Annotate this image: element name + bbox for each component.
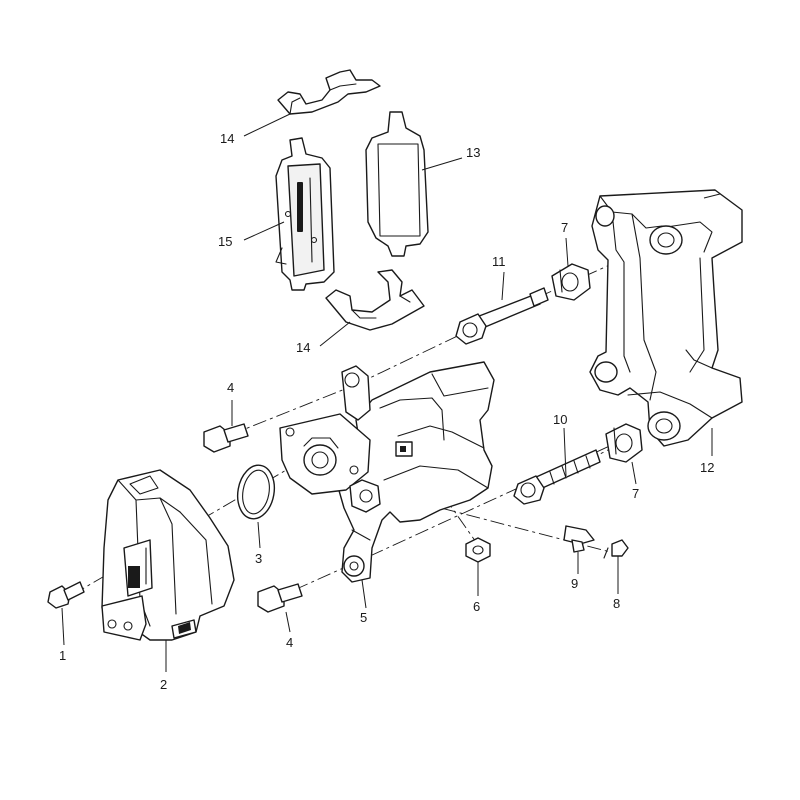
bleeder-valve [563,525,595,553]
callout-3: 3 [255,551,262,566]
callout-7-lower: 7 [632,486,639,501]
guide-pin-lower [513,449,601,505]
callout-5: 5 [360,610,367,625]
callout-15: 15 [218,234,232,249]
callout-6: 6 [473,599,480,614]
guide-bushing-lower [605,423,643,463]
callout-13: 13 [466,145,480,160]
caliper-bolt-lower [257,583,303,613]
caliper-bolt-upper [203,423,249,453]
guide-pin-upper [455,287,549,345]
callout-4-lower: 4 [286,635,293,650]
anti-rattle-clip-upper [277,69,381,115]
callout-10: 10 [553,412,567,427]
callout-leaders [61,113,721,672]
outer-brake-pad [365,111,429,257]
bleeder-cap [603,539,629,559]
guide-bushing-upper [551,263,591,301]
callout-9: 9 [571,576,578,591]
hex-nut [465,537,491,563]
callout-4-upper: 4 [227,380,234,395]
o-ring-seal [236,464,276,520]
callout-labels: 1 2 3 4 4 5 6 7 7 8 9 10 11 12 13 14 14 … [59,131,714,692]
callout-8: 8 [613,596,620,611]
motor-mounting-screw [47,581,85,609]
callout-14-upper: 14 [220,131,234,146]
parking-brake-motor [101,469,235,641]
callout-11: 11 [492,254,506,269]
callout-2: 2 [160,677,167,692]
callout-1: 1 [59,648,66,663]
callout-7-upper: 7 [561,220,568,235]
callout-14-lower: 14 [296,340,310,355]
callout-12: 12 [700,460,714,475]
caliper-housing [279,361,495,583]
inner-brake-pad [275,137,335,291]
anti-rattle-clip-lower [325,269,425,331]
carrier-bracket [589,189,743,447]
